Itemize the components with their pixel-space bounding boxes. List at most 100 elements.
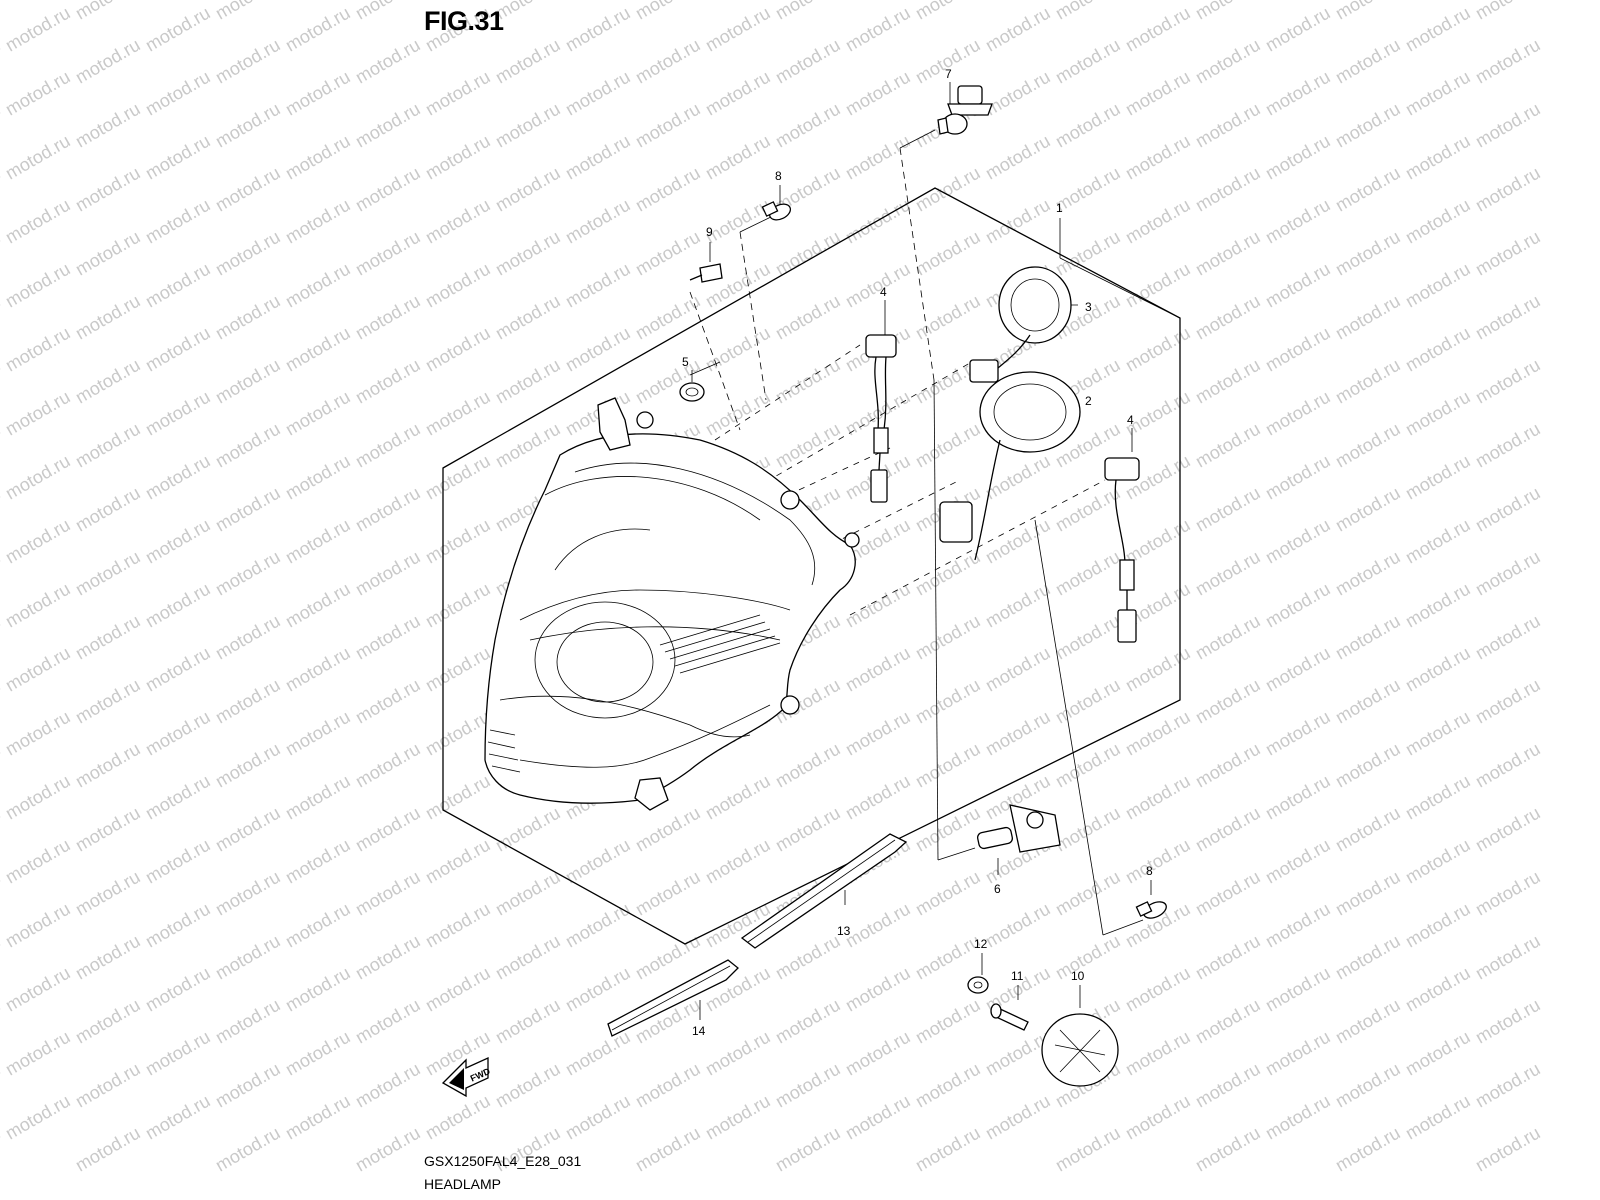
watermark-text: motod.ru [282, 67, 354, 120]
watermark-text: motod.ru [0, 483, 4, 536]
part-8-bulb-upper [761, 201, 792, 221]
callout-6: 6 [994, 882, 1001, 896]
watermark-text: motod.ru [422, 771, 494, 824]
watermark-text: motod.ru [422, 835, 494, 888]
watermark-text: motod.ru [1122, 835, 1194, 888]
watermark-text: motod.ru [282, 515, 354, 568]
watermark-text: motod.ru [72, 995, 144, 1048]
watermark-text: motod.ru [1332, 547, 1404, 600]
watermark-text: motod.ru [1262, 195, 1334, 248]
watermark-text: motod.ru [1262, 67, 1334, 120]
watermark-text: motod.ru [1262, 131, 1334, 184]
watermark-text: motod.ru [2, 67, 74, 120]
part-9-screw [689, 263, 723, 283]
part-6-bulb [976, 804, 1061, 853]
watermark-text: motod.ru [1332, 99, 1404, 152]
watermark-text: motod.ru [0, 99, 4, 152]
watermark-text: motod.ru [422, 1091, 494, 1144]
watermark-text: motod.ru [422, 963, 494, 1016]
watermark-text: motod.ru [1262, 323, 1334, 376]
fwd-arrow: FWD [441, 1056, 492, 1098]
watermark-text: motod.ru [1332, 995, 1404, 1048]
watermark-text: motod.ru [982, 3, 1054, 56]
watermark-text: motod.ru [212, 611, 284, 664]
watermark-text: motod.ru [72, 35, 144, 88]
callout-3: 3 [1085, 300, 1092, 314]
watermark-text: motod.ru [1262, 451, 1334, 504]
watermark-text: motod.ru [1052, 35, 1124, 88]
watermark-text: motod.ru [982, 67, 1054, 120]
watermark-text: motod.ru [1262, 835, 1334, 888]
watermark-text: motod.ru [842, 1027, 914, 1080]
part-8-bulb-lower [1135, 901, 1167, 919]
watermark-text: motod.ru [282, 579, 354, 632]
watermark-text: motod.ru [1472, 355, 1544, 408]
part-4-socket-left [865, 334, 897, 503]
watermark-text: motod.ru [0, 227, 4, 280]
part-4-socket-right [1104, 457, 1140, 643]
watermark-text: motod.ru [1052, 611, 1124, 664]
watermark-text: motod.ru [352, 547, 424, 600]
watermark-text: motod.ru [1262, 579, 1334, 632]
watermark-text: motod.ru [0, 995, 4, 1048]
watermark-text: motod.ru [352, 995, 424, 1048]
watermark-text: motod.ru [1472, 931, 1544, 984]
watermark-text: motod.ru [912, 1123, 984, 1176]
watermark-text: motod.ru [1052, 867, 1124, 920]
watermark-text: motod.ru [492, 355, 564, 408]
watermark-text: motod.ru [282, 387, 354, 440]
callout-9: 9 [706, 225, 713, 239]
watermark-text: motod.ru [1052, 739, 1124, 792]
watermark-text: motod.ru [842, 771, 914, 824]
watermark-text: motod.ru [1122, 131, 1194, 184]
watermark-text: motod.ru [422, 515, 494, 568]
watermark-text: motod.ru [982, 451, 1054, 504]
watermark-text: motod.ru [2, 131, 74, 184]
watermark-text: motod.ru [1192, 35, 1264, 88]
watermark-text: motod.ru [492, 99, 564, 152]
watermark-text: motod.ru [492, 931, 564, 984]
watermark-text: motod.ru [632, 291, 704, 344]
watermark-text: motod.ru [212, 0, 284, 23]
watermark-text: motod.ru [142, 67, 214, 120]
watermark-text: motod.ru [142, 707, 214, 760]
watermark-text: motod.ru [772, 1059, 844, 1112]
watermark-text: motod.ru [1192, 99, 1264, 152]
watermark-text: motod.ru [492, 803, 564, 856]
watermark-text: motod.ru [352, 1123, 424, 1176]
watermark-text: motod.ru [1332, 419, 1404, 472]
watermark-text: motod.ru [1402, 1027, 1474, 1080]
watermark-text: motod.ru [212, 547, 284, 600]
diagram-name: HEADLAMP [424, 1176, 502, 1192]
watermark-text: motod.ru [562, 323, 634, 376]
watermark-text: motod.ru [142, 1091, 214, 1144]
watermark-text: motod.ru [352, 675, 424, 728]
watermark-text: motod.ru [1472, 803, 1544, 856]
watermark-text: motod.ru [1262, 771, 1334, 824]
watermark-text: motod.ru [1192, 547, 1264, 600]
watermark-text: motod.ru [1402, 195, 1474, 248]
watermark-text: motod.ru [282, 963, 354, 1016]
watermark-text: motod.ru [1402, 323, 1474, 376]
part-3-socket [969, 266, 1072, 383]
watermark-text: motod.ru [212, 803, 284, 856]
watermark-text: motod.ru [72, 675, 144, 728]
watermark-text: motod.ru [212, 675, 284, 728]
watermark-text: motod.ru [1402, 451, 1474, 504]
watermark-text: motod.ru [142, 515, 214, 568]
watermark-text: motod.ru [1262, 643, 1334, 696]
part-7-bulb [937, 85, 993, 135]
watermark-text: motod.ru [212, 739, 284, 792]
watermark-text: motod.ru [1192, 227, 1264, 280]
watermark-text: motod.ru [72, 483, 144, 536]
watermark-text: motod.ru [912, 547, 984, 600]
watermark-text: motod.ru [1192, 1059, 1264, 1112]
callout-11: 11 [1011, 969, 1024, 983]
watermark-text: motod.ru [2, 323, 74, 376]
watermark-text: motod.ru [982, 643, 1054, 696]
watermark-text: motod.ru [422, 899, 494, 952]
watermark-text: motod.ru [632, 803, 704, 856]
watermark-text: motod.ru [632, 867, 704, 920]
watermark-text: motod.ru [142, 387, 214, 440]
